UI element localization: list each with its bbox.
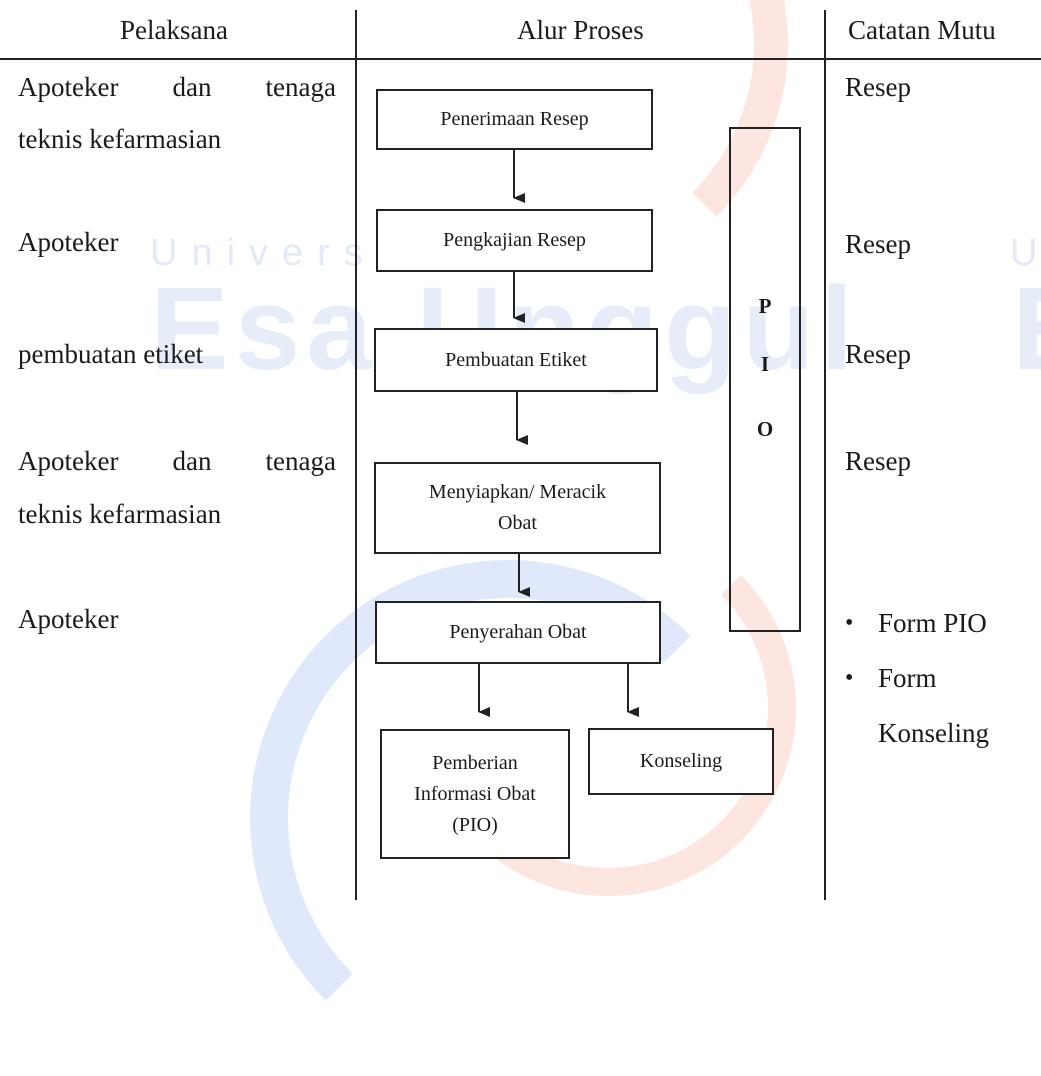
pio-letter: I <box>760 352 770 376</box>
pio-side-box: P I O <box>729 127 801 632</box>
quality-bullet-item: Form Konseling <box>845 651 1038 761</box>
final-step-label: Pemberian Informasi Obat (PIO) <box>414 751 536 836</box>
final-step-box: Konseling <box>588 728 774 795</box>
quality-record: Resep <box>845 72 911 102</box>
quality-record: Resep <box>845 339 911 369</box>
column-divider <box>824 10 826 900</box>
executor-line: Apoteker dan tenaga <box>18 446 336 476</box>
process-step-box: Pengkajian Resep <box>376 209 653 272</box>
executor-line: Apoteker dan tenaga <box>18 72 336 102</box>
pio-letter: O <box>756 417 774 441</box>
header-quality: Catatan Mutu <box>848 15 996 45</box>
flow-arrows <box>478 150 639 717</box>
pio-letter: P <box>758 294 772 318</box>
executor-line: teknis kefarmasian <box>18 124 222 154</box>
header-divider <box>0 58 1041 60</box>
executor-line: Apoteker <box>18 227 119 257</box>
quality-record: Resep <box>845 446 911 476</box>
quality-record: Resep <box>845 229 911 259</box>
process-step-label: Penerimaan Resep <box>440 108 589 130</box>
process-step-box: Pembuatan Etiket <box>374 328 658 392</box>
process-step-label: Menyiapkan/ Meracik Obat <box>428 481 607 534</box>
header-executor: Pelaksana <box>120 15 228 45</box>
final-step-label: Konseling <box>639 750 723 772</box>
process-step-box: Penyerahan Obat <box>375 601 661 664</box>
quality-bullet-list: Form PIO Form Konseling <box>845 596 1038 761</box>
process-step-box: Penerimaan Resep <box>376 89 653 150</box>
process-step-box: Menyiapkan/ Meracik Obat <box>374 462 661 554</box>
executor-line: teknis kefarmasian <box>18 499 222 529</box>
executor-line: Apoteker <box>18 604 119 634</box>
process-step-label: Pembuatan Etiket <box>445 348 587 371</box>
executor-line: pembuatan etiket <box>18 339 204 369</box>
header-process: Alur Proses <box>517 15 644 45</box>
quality-bullet-item: Form PIO <box>845 596 1038 651</box>
process-step-label: Pengkajian Resep <box>443 229 586 251</box>
process-step-label: Penyerahan Obat <box>449 621 587 643</box>
final-step-box: Pemberian Informasi Obat (PIO) <box>380 729 570 859</box>
column-divider <box>355 10 357 900</box>
